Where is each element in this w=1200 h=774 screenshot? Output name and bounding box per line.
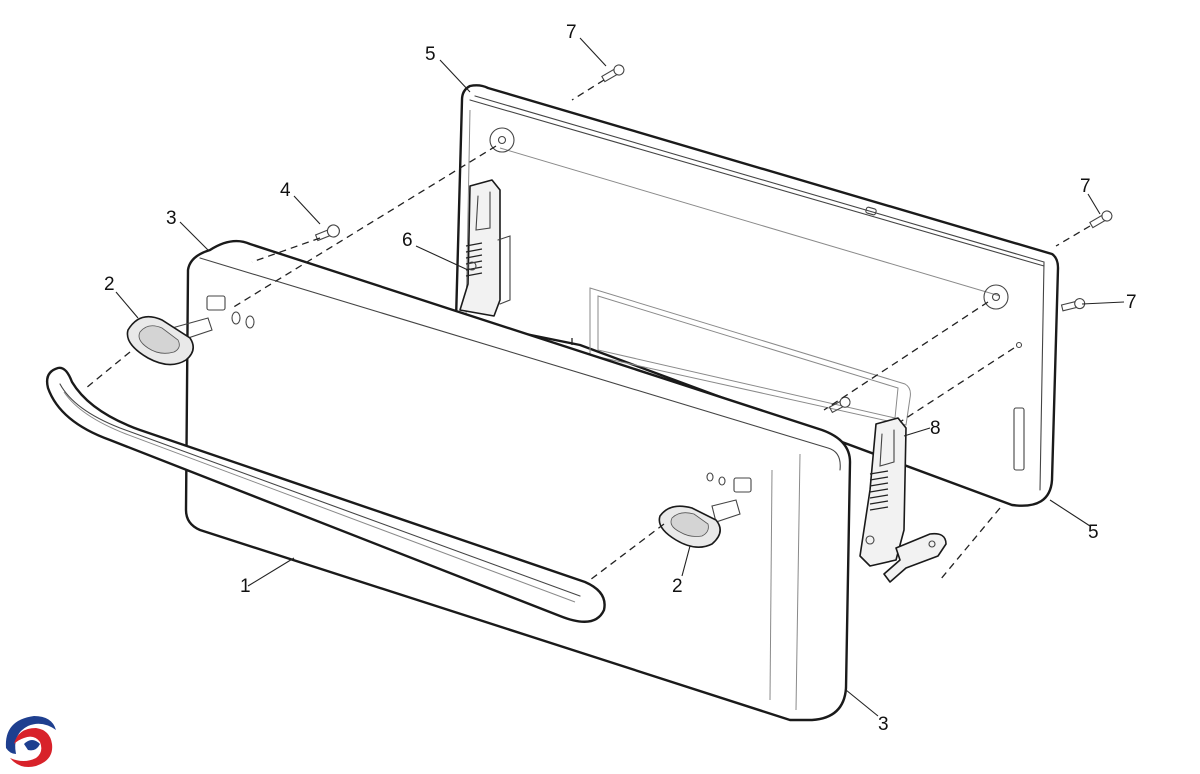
callout-7-right-upper: 7 [1080, 176, 1091, 197]
inner-panel [454, 84, 1060, 507]
callout-3-top: 3 [166, 208, 177, 229]
callout-2-right: 2 [672, 576, 683, 597]
leader-lines [115, 37, 1125, 717]
callout-4: 4 [280, 180, 291, 201]
knob-left [126, 315, 213, 366]
callout-5-bottom: 5 [1088, 522, 1099, 543]
callouts: 1 2 2 3 3 4 5 5 6 7 7 7 8 [104, 22, 1137, 735]
outer-door [184, 239, 852, 722]
handle-bar [45, 366, 606, 623]
screws [314, 64, 1113, 414]
callout-7-right-lower: 7 [1126, 292, 1137, 313]
callout-7-top: 7 [566, 22, 577, 43]
hinge-left [459, 179, 511, 317]
callout-8: 8 [930, 418, 941, 439]
callout-3-bottom: 3 [878, 714, 889, 735]
callout-5-top: 5 [425, 44, 436, 65]
callout-2-left: 2 [104, 274, 115, 295]
assembly-lines [85, 79, 1091, 581]
callout-1: 1 [240, 576, 251, 597]
callout-6: 6 [402, 230, 413, 251]
brand-logo-icon [5, 716, 56, 767]
knob-right [658, 499, 741, 548]
